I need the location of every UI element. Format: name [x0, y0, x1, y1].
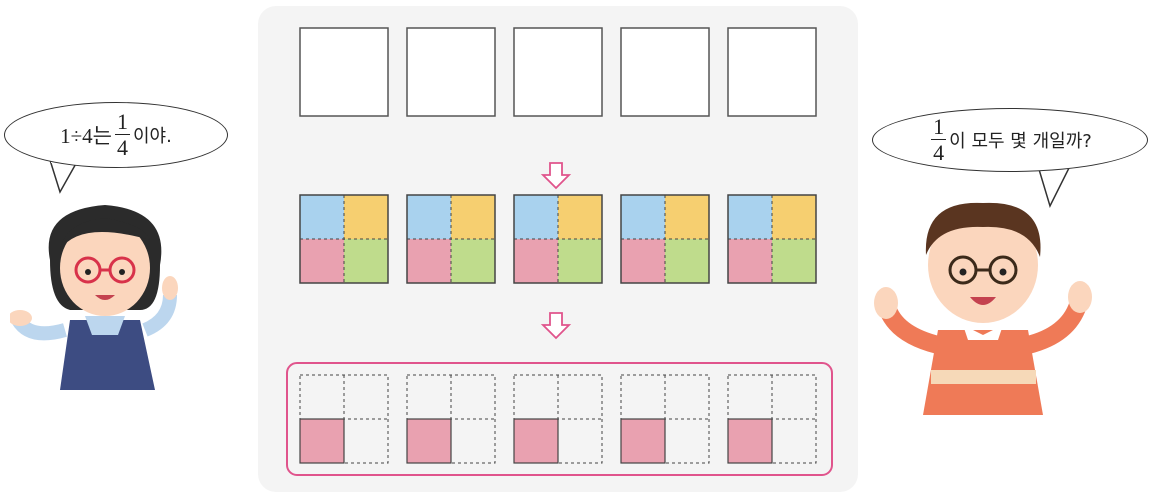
fraction: 1 4 [115, 111, 130, 159]
quarter-yellow [344, 195, 388, 239]
quarter-yellow [558, 195, 602, 239]
right-speech-bubble: 1 4 이 모두 몇 개일까? [872, 108, 1148, 172]
quarter-green [558, 239, 602, 283]
fraction-numerator: 1 [931, 114, 947, 140]
quarter-blue [407, 195, 451, 239]
quarter-yellow [451, 195, 495, 239]
girl-character [10, 205, 178, 390]
left-speech-bubble: 1÷4는 1 4 이야. [4, 102, 228, 168]
right-bubble-tail [1037, 166, 1071, 209]
quarter-pink [513, 418, 559, 464]
quarter-pink [300, 239, 344, 283]
fraction-denominator: 4 [933, 140, 945, 165]
quarter-pink [728, 239, 772, 283]
quarter-pink [406, 418, 452, 464]
down-arrow-icon [540, 162, 572, 190]
whole-square [727, 27, 817, 117]
quarter-pink [407, 239, 451, 283]
whole-square [299, 27, 389, 117]
bubble-text-suffix: 이야. [133, 126, 172, 147]
fraction: 1 4 [931, 114, 947, 165]
quarter-blue [728, 195, 772, 239]
quarter-blue [300, 195, 344, 239]
bubble-text-suffix: 이 모두 몇 개일까? [949, 131, 1092, 152]
quarter-blue [621, 195, 665, 239]
fraction-numerator: 1 [115, 109, 130, 135]
bubble-text-prefix: 1÷4는 [60, 124, 112, 148]
fraction-denominator: 4 [117, 135, 128, 160]
whole-square [620, 27, 710, 117]
quarter-green [665, 239, 709, 283]
quarter-yellow [665, 195, 709, 239]
quarter-green [451, 239, 495, 283]
quarter-green [772, 239, 816, 283]
quarter-pink [620, 418, 666, 464]
whole-square [513, 27, 603, 117]
quarter-yellow [772, 195, 816, 239]
boy-character [874, 202, 1092, 415]
quarter-pink [621, 239, 665, 283]
quarter-blue [514, 195, 558, 239]
quarter-pink [299, 418, 345, 464]
highlight-frame [286, 362, 833, 476]
quarter-pink [727, 418, 773, 464]
down-arrow-icon [540, 312, 572, 340]
whole-square [406, 27, 496, 117]
quarter-green [344, 239, 388, 283]
quarter-pink [514, 239, 558, 283]
